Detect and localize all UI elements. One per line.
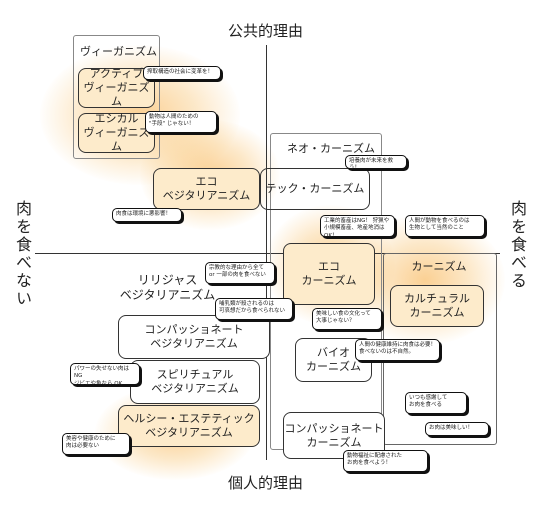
node-carnism: カーニズム — [411, 260, 467, 274]
axis-label-left: 肉を食べない — [13, 200, 32, 308]
bubble-power-nojibie: パワーの失せない肉はNG ジビエや魚なら OK — [70, 363, 140, 387]
node-spiritual-vegetarianism: スピリチュアル ベジタリアニズム — [130, 360, 260, 404]
bubble-animals-not-means: 動物は人間のための "手段" じゃない！ — [145, 111, 217, 133]
vertical-axis — [266, 45, 267, 460]
bubble-factory-farming: 工業的畜産はNG！ 狩猟や 小規模畜産、地産地消はOK！ — [320, 215, 395, 239]
node-healthy-aesthetic-vegetarianism: ヘルシー・エステティック ベジタリアニズム — [118, 405, 260, 447]
veganism-group-title: ヴィーガニズム — [80, 45, 157, 58]
axis-label-right: 肉を食べる — [508, 200, 527, 290]
bubble-meat-env: 肉食は環境に悪影響！ — [112, 208, 182, 222]
node-eco-carnism: エコ カーニズム — [283, 243, 375, 305]
node-cultural-carnism: カルチュラル カーニズム — [390, 285, 484, 327]
node-religious-vegetarianism: リリジャス ベジタリアニズム — [119, 272, 216, 302]
neo-carnism-group-title: ネオ・カーニズム — [287, 142, 375, 155]
bubble-human-eats-meat: 人間が動物を食べるのは 生物として当然のこと — [405, 215, 485, 237]
axis-label-bottom: 個人的理由 — [228, 474, 304, 492]
bubble-cultured-meat: 培養肉が未来を救う！ — [345, 155, 407, 171]
bubble-thank-meat: いつも感謝して お肉を食べる — [405, 392, 467, 414]
node-active-veganism: アクティブ ヴィーガニズム — [78, 67, 155, 108]
bubble-animal-welfare: 動物福祉に配慮された お肉を食べよう！ — [343, 450, 428, 472]
bubble-beauty-health: 美容や健康のために 肉は必要ない — [62, 433, 130, 455]
bubble-exploitation: 搾取構造の社会に変革を！ — [143, 66, 221, 80]
bubble-religious-reason: 宗教的な理由から全て or 一部の肉を食べない — [205, 262, 275, 284]
bubble-health-meat: 人間の健康維持に肉食は必要！ 食べないのは不自然。 — [355, 339, 440, 361]
node-ethical-veganism: エシカル ヴィーガニズム — [78, 112, 155, 153]
bubble-meat-delicious: お肉は美味しい！ — [425, 422, 489, 436]
node-tech-carnism: テック・カーニズム — [260, 168, 370, 210]
horizontal-axis — [35, 253, 500, 254]
bubble-mammals-killed: 哺乳類が殺されるのは 可哀想だから食べられない — [215, 298, 293, 320]
node-eco-vegetarianism: エコ ベジタリアニズム — [153, 168, 260, 210]
node-compassionate-vegetarianism: コンパッショネート ベジタリアニズム — [118, 315, 270, 359]
bubble-delicious-culture: 美味しい食の文化って 大事じゃない？ — [312, 308, 382, 330]
veganism-group — [73, 35, 160, 159]
axis-label-top: 公共的理由 — [228, 22, 304, 40]
node-compassionate-carnism: コンパッショネート カーニズム — [283, 412, 385, 459]
